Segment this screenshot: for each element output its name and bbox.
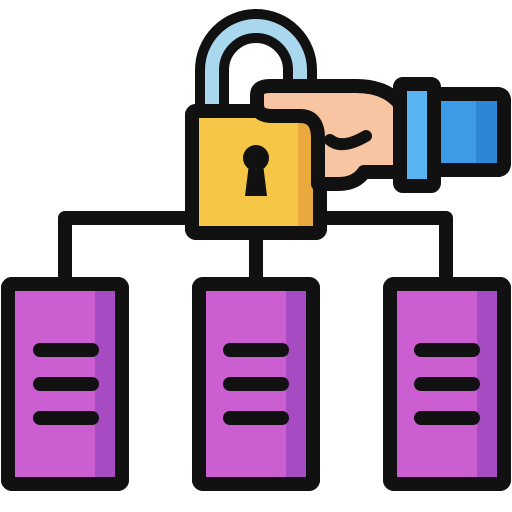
document-icon (1, 277, 129, 491)
connector-lines (58, 211, 453, 289)
document-text-lines (414, 343, 480, 425)
document-icon (383, 277, 511, 491)
hand-icon (250, 77, 511, 193)
document-icon (192, 277, 320, 491)
document-text-lines (33, 343, 99, 425)
document-text-lines (223, 343, 289, 425)
padlock-icon (185, 9, 327, 240)
